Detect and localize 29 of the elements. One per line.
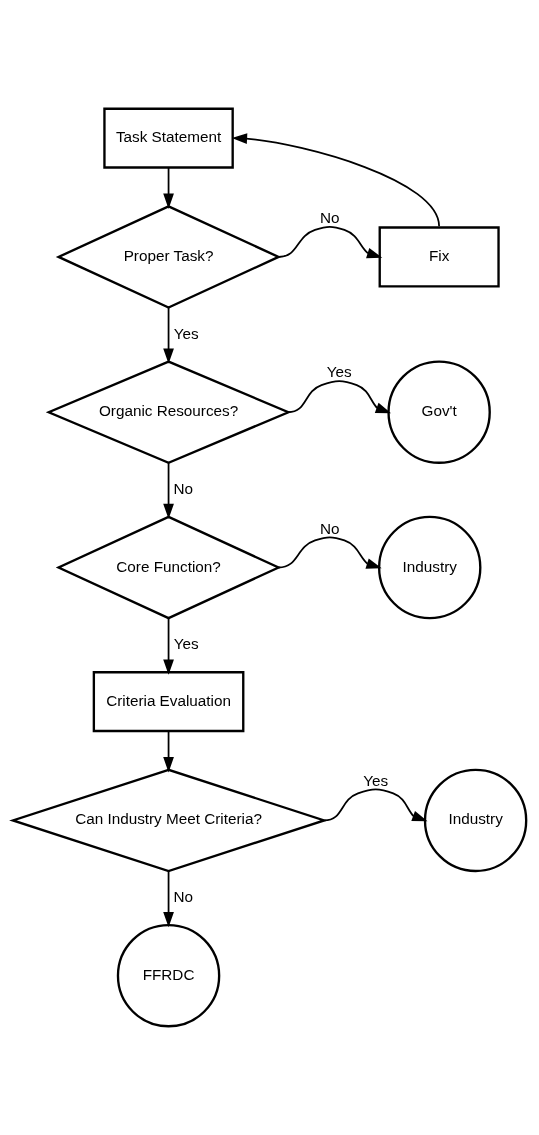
- arrow: [323, 788, 428, 822]
- edge-label: No: [319, 209, 340, 227]
- arrow: [163, 730, 174, 773]
- node-box: Fix: [378, 226, 500, 288]
- edge-label: Yes: [363, 771, 389, 789]
- arrow: [163, 306, 174, 364]
- edge-label: No: [173, 479, 194, 497]
- node-diamond: Proper Task?: [55, 205, 282, 309]
- node-circle: Industry: [423, 768, 528, 873]
- node-diamond: Core Function?: [55, 515, 282, 620]
- edge-label: No: [173, 888, 194, 906]
- arrow: [287, 380, 392, 414]
- arrow: [277, 225, 383, 259]
- arrow: [163, 462, 174, 520]
- edge-label: No: [319, 519, 340, 537]
- node-circle: Industry: [377, 515, 482, 620]
- node-circle: Gov't: [387, 360, 491, 464]
- arrow: [163, 166, 174, 209]
- node-box: Task Statement: [103, 107, 234, 169]
- node-circle: FFRDC: [116, 923, 221, 1028]
- node-box: Criteria Evaluation: [92, 671, 245, 733]
- node-diamond: Can Industry Meet Criteria?: [9, 768, 328, 873]
- arrow: [231, 133, 440, 228]
- arrow: [163, 617, 174, 675]
- edge-label: Yes: [326, 363, 352, 381]
- edge-label: Yes: [173, 324, 199, 342]
- arrow: [163, 870, 174, 928]
- arrow: [277, 536, 382, 569]
- edge-label: Yes: [173, 635, 199, 653]
